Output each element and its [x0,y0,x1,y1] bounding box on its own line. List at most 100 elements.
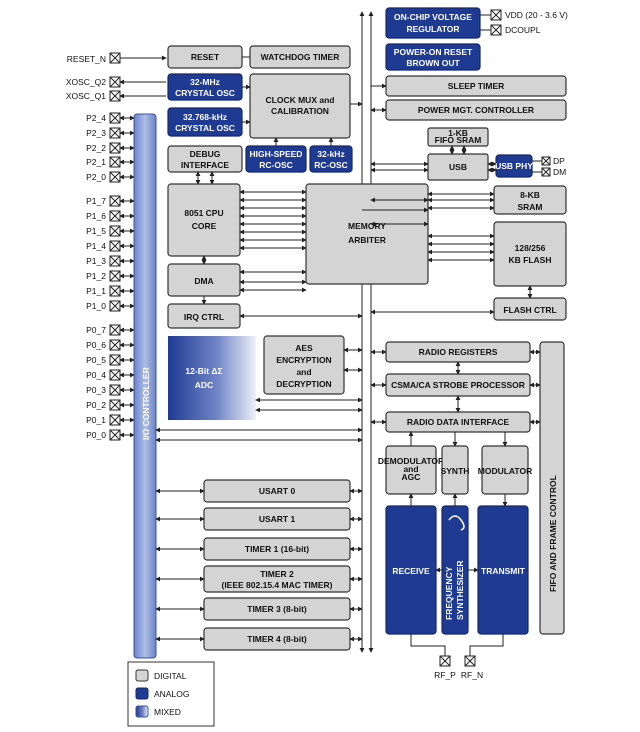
pin-marker-stroke [109,156,121,168]
adc-block: 12-Bit ΔΣ ADC [168,336,256,420]
pin-label: P1_0 [86,301,106,311]
svg-text:POWER-ON RESET: POWER-ON RESET [394,47,473,57]
hs-rc-osc-block: HIGH-SPEED RC-OSC [245,145,307,173]
svg-text:CSMA/CA STROBE PROCESSOR: CSMA/CA STROBE PROCESSOR [391,380,525,390]
pin-marker-stroke [109,399,121,411]
svg-text:(IEEE 802.15.4 MAC TIMER): (IEEE 802.15.4 MAC TIMER) [221,580,332,590]
peripheral-links [155,488,363,642]
svg-text:RF_P: RF_P [434,670,456,680]
pin-marker-stroke [109,429,121,441]
irq-ctrl-block: IRQ CTRL [167,303,241,329]
pin-label: XOSC_Q2 [66,77,106,87]
svg-text:ON-CHIP VOLTAGE: ON-CHIP VOLTAGE [394,12,472,22]
svg-text:and: and [403,464,418,474]
fifo-frame-control-block: FIFO AND FRAME CONTROL [539,341,565,635]
svg-text:and: and [296,367,311,377]
cpu-core-block: 8051 CPU CORE [167,183,241,257]
svg-text:TIMER 1 (16-bit): TIMER 1 (16-bit) [245,544,309,554]
power-mgt-block: POWER MGT. CONTROLLER [385,99,567,121]
svg-text:IRQ CTRL: IRQ CTRL [184,312,224,322]
svg-text:TRANSMIT: TRANSMIT [481,566,526,576]
svg-text:RECEIVE: RECEIVE [392,566,430,576]
svg-text:RESET: RESET [191,52,220,62]
svg-text:MEMORY: MEMORY [348,221,386,231]
memory-links [370,197,429,227]
legend-swatch-analog [135,687,149,700]
voltage-regulator-block: ON-CHIP VOLTAGE REGULATOR [385,7,481,39]
timer2-block: TIMER 2 (IEEE 802.15.4 MAC TIMER) [203,565,351,593]
pin-label: P0_3 [86,385,106,395]
pin-marker-stroke [109,270,121,282]
svg-text:VDD (20 - 3.6 V): VDD (20 - 3.6 V) [505,10,568,20]
pin-marker-stroke [109,354,121,366]
dp-pin: DP [532,156,565,166]
usb-phy-block: USB PHY [495,154,533,178]
svg-text:FREQUENCY: FREQUENCY [444,566,454,620]
radio-registers-block: RADIO REGISTERS [385,341,531,363]
debug-interface-block: DEBUG INTERFACE [167,145,243,173]
pin-label: P1_1 [86,286,106,296]
osc-32khz-block: 32.768-kHz CRYSTAL OSC [167,107,243,137]
svg-text:FIFO SRAM: FIFO SRAM [435,135,482,145]
rc-32khz-block: 32-kHz RC-OSC [309,145,353,173]
legend-swatch-digital [135,669,149,682]
svg-text:SYNTH: SYNTH [441,466,470,476]
timer1-block: TIMER 1 (16-bit) [203,537,351,561]
svg-text:RADIO DATA INTERFACE: RADIO DATA INTERFACE [407,417,510,427]
receive-block: RECEIVE [385,505,437,635]
svg-text:8051 CPU: 8051 CPU [184,208,223,218]
pin-marker-stroke [109,171,121,183]
io-controller-label: I/O CONTROLLER [141,367,151,440]
pin-label: P0_4 [86,370,106,380]
flash-ctrl-block: FLASH CTRL [493,297,567,321]
svg-text:DCOUPL: DCOUPL [505,25,541,35]
svg-text:REGULATOR: REGULATOR [406,24,459,34]
svg-text:RC-OSC: RC-OSC [259,160,293,170]
pin-label: P1_5 [86,226,106,236]
csma-block: CSMA/CA STROBE PROCESSOR [385,373,531,397]
pin-marker-stroke [109,90,121,102]
dma-block: DMA [167,263,241,297]
svg-text:AGC: AGC [402,472,421,482]
svg-text:DECRYPTION: DECRYPTION [276,379,331,389]
pin-marker-stroke [109,369,121,381]
svg-text:32-kHz: 32-kHz [317,149,344,159]
fifo-sram-block: 1-KB FIFO SRAM [427,127,489,147]
legend: DIGITAL ANALOG MIXED [127,661,215,727]
pin-marker-stroke [109,225,121,237]
usart0-block: USART 0 [203,479,351,503]
pin-label: P0_1 [86,415,106,425]
svg-text:ADC: ADC [195,380,213,390]
svg-text:DMA: DMA [194,276,213,286]
svg-text:POWER MGT. CONTROLLER: POWER MGT. CONTROLLER [418,105,534,115]
svg-text:RF_N: RF_N [461,670,483,680]
vdd-pin: VDD (20 - 3.6 V) [480,9,568,21]
svg-text:CRYSTAL OSC: CRYSTAL OSC [175,123,235,133]
svg-text:MODULATOR: MODULATOR [478,466,532,476]
usb-block: USB [427,153,489,181]
rf-p-pin: RF_P [434,655,456,680]
pin-label: P1_3 [86,256,106,266]
dm-pin: DM [532,167,566,177]
clock-mux-block: CLOCK MUX and CALIBRATION [249,73,351,139]
svg-text:RC-OSC: RC-OSC [314,160,348,170]
bus-links [155,191,495,443]
pin-marker-stroke [109,210,121,222]
pin-marker-stroke [109,339,121,351]
pin-wires [119,55,167,99]
svg-text:BROWN OUT: BROWN OUT [406,58,460,68]
svg-text:32.768-kHz: 32.768-kHz [183,112,227,122]
svg-text:SLEEP TIMER: SLEEP TIMER [448,81,505,91]
pin-marker-stroke [109,414,121,426]
svg-text:USB PHY: USB PHY [495,161,533,171]
rf-n-pin: RF_N [461,655,483,680]
svg-text:TIMER 2: TIMER 2 [260,569,294,579]
pin-label: RESET_N [67,54,106,64]
svg-text:CRYSTAL OSC: CRYSTAL OSC [175,88,235,98]
pin-label: P0_6 [86,340,106,350]
pin-marker-stroke [109,240,121,252]
pin-marker-stroke [109,324,121,336]
sleep-timer-block: SLEEP TIMER [385,75,567,97]
sram-block: 8-KB SRAM [493,185,567,215]
